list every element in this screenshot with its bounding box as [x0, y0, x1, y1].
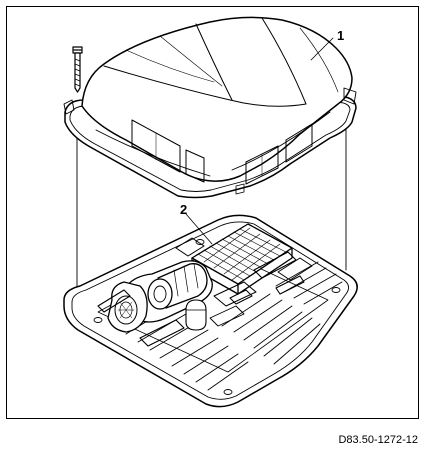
drawing-frame: [6, 6, 419, 419]
screw-bolt: [72, 46, 83, 93]
air-duct: [97, 251, 305, 347]
callout-2: 2: [180, 202, 188, 217]
leader-line-1: [310, 37, 334, 61]
callout-1: 1: [337, 28, 345, 43]
leader-line-2: [185, 213, 213, 245]
base-tray: [63, 214, 358, 408]
blower-motor: [107, 260, 257, 333]
cover-shroud: [63, 16, 357, 199]
figure-reference: D83.50-1272-12: [338, 434, 418, 446]
evaporator-coil: [175, 223, 313, 305]
